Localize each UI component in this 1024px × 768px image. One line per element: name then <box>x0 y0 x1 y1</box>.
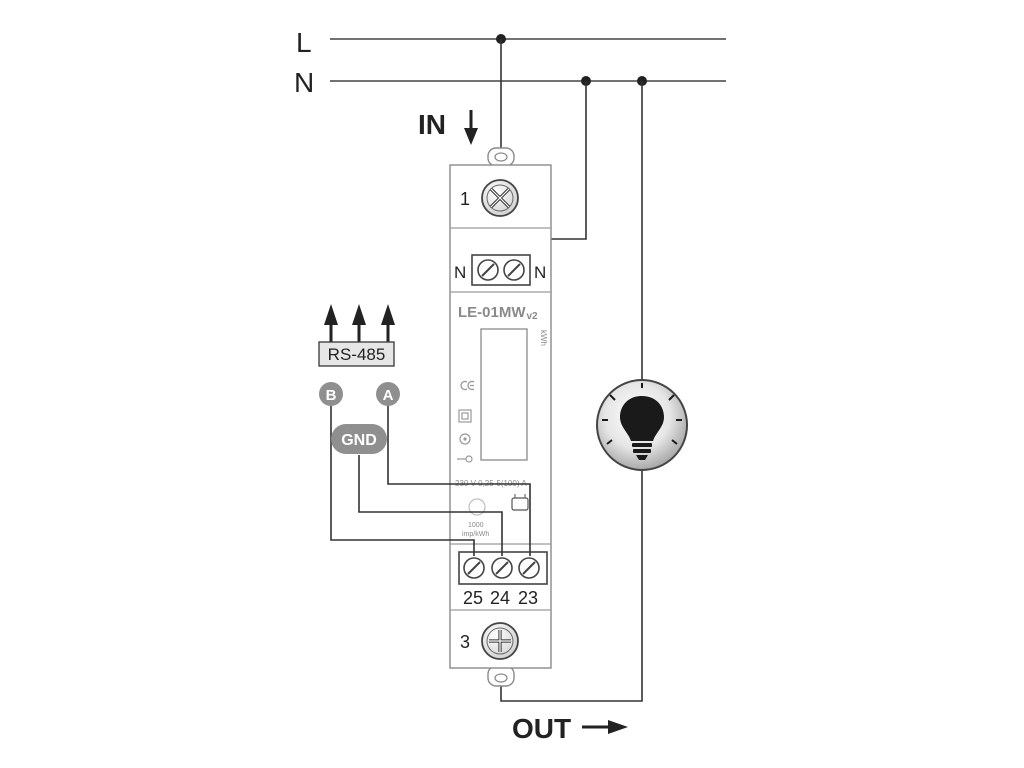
pulse-led-icon <box>468 498 486 516</box>
impulse-rate-unit: imp/kWh <box>462 531 489 538</box>
pulse-output-icon <box>457 455 473 463</box>
lcd-display <box>480 328 528 461</box>
load-return-wire <box>500 465 643 702</box>
b-badge <box>319 382 343 406</box>
a-badge <box>376 382 400 406</box>
light-bulb-icon <box>596 379 688 471</box>
bus-arrow-gnd-icon <box>352 304 366 343</box>
bus-arrow-b-icon <box>324 304 338 343</box>
line-label: L <box>296 27 312 58</box>
rs485-label-box <box>318 341 395 367</box>
gnd-badge <box>331 424 387 454</box>
unit-label: kWh <box>539 330 548 346</box>
gnd-badge-label: GND <box>341 432 377 449</box>
out-arrow-icon <box>582 720 628 734</box>
terminal-3-label: 3 <box>460 632 470 652</box>
neutral-terminal-block <box>471 254 531 286</box>
neutral-terminal-right-label: N <box>534 263 546 282</box>
terminal-1-label: 1 <box>460 189 470 209</box>
b-badge-label: B <box>326 387 337 404</box>
model-name: LE-01MWv2 <box>458 304 538 322</box>
class-symbol-icon <box>459 433 471 445</box>
neutral-label: N <box>294 67 314 98</box>
rs485-a-wire <box>387 405 531 556</box>
terminal-24-label: 24 <box>490 588 510 608</box>
bus-arrow-a-icon <box>381 304 395 343</box>
rs485-gnd-wire <box>358 455 503 556</box>
impulse-rate-value: 1000 <box>468 522 484 529</box>
neutral-terminal-left-label: N <box>454 263 466 282</box>
out-label: OUT <box>512 713 571 744</box>
in-label: IN <box>418 109 446 140</box>
in-arrow-icon <box>464 110 478 145</box>
rs485-b-wire <box>330 405 475 556</box>
terminal-3-screw-icon <box>481 622 519 660</box>
terminal-23-label: 23 <box>518 588 538 608</box>
terminal-25-label: 25 <box>463 588 483 608</box>
rs485-terminal-block <box>458 551 548 585</box>
ce-mark-icon <box>460 380 475 391</box>
double-insulation-icon <box>458 409 472 423</box>
scroll-button-icon <box>511 494 529 511</box>
rs485-label: RS-485 <box>328 345 386 364</box>
terminal-1-screw-icon <box>481 179 519 217</box>
a-badge-label: A <box>383 387 394 404</box>
